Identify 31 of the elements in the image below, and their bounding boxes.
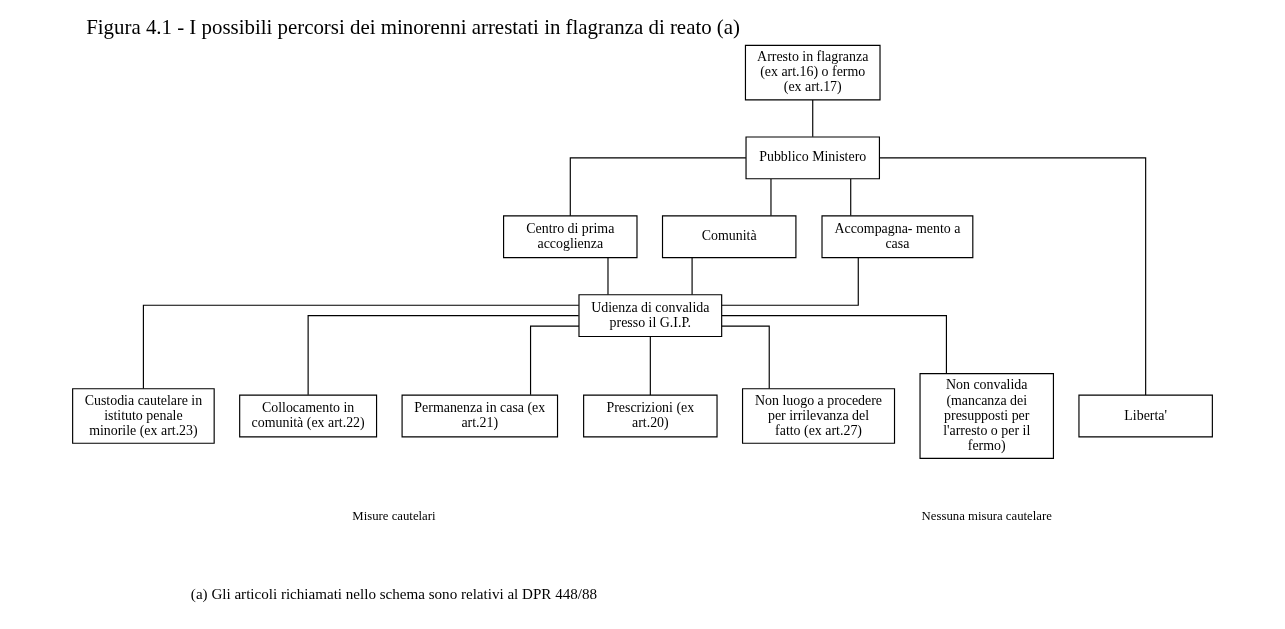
- node-box: Custodia cautelare in istituto penale minorile (ex art.23): [72, 388, 215, 444]
- node-box: Liberta': [1078, 394, 1213, 438]
- connector: [721, 257, 859, 306]
- node-box: Arresto in flagranza (ex art.16) o fermo (ex art.17): [744, 44, 881, 101]
- label: Nessuna misura cautelare: [921, 508, 1052, 523]
- node-box: Udienza di convalida presso il G.I.P.: [578, 294, 723, 338]
- connector: [142, 304, 580, 390]
- connector: [812, 99, 814, 138]
- connector: [307, 315, 580, 396]
- connector: [649, 336, 651, 396]
- node-box: Pubblico Ministero: [745, 136, 880, 180]
- node-box: Collocamento in comunità (ex art.22): [239, 394, 378, 438]
- connector: [607, 257, 609, 296]
- node-box: Non convalida (mancanza dei presupposti per l'arresto o per il fermo): [919, 373, 1054, 459]
- node-box: Prescrizioni (ex art.20): [583, 394, 718, 438]
- connector: [691, 257, 693, 296]
- connector: [879, 157, 1147, 396]
- node-box: Accompagna- mento a casa: [821, 215, 974, 259]
- label: Misure cautelari: [352, 508, 436, 523]
- diagram-title: Figura 4.1 - I possibili percorsi dei minorenni arrestati in flagranza di reato (a): [86, 15, 741, 40]
- connector: [569, 157, 747, 217]
- connector: [721, 315, 947, 375]
- node-box: Non luogo a procedere per irrilevanza del fatto (ex art.27): [741, 388, 896, 444]
- node-box: Comunità: [661, 215, 797, 259]
- node-box: Permanenza in casa (ex art.21): [401, 394, 559, 438]
- connector: [850, 178, 852, 217]
- connector: [529, 325, 580, 396]
- node-box: Centro di prima accoglienza: [503, 215, 638, 259]
- caption: (a) Gli articoli richiamati nello schema sono relativi al DPR 448/88: [190, 586, 598, 603]
- connector: [770, 178, 772, 217]
- connector: [721, 325, 770, 390]
